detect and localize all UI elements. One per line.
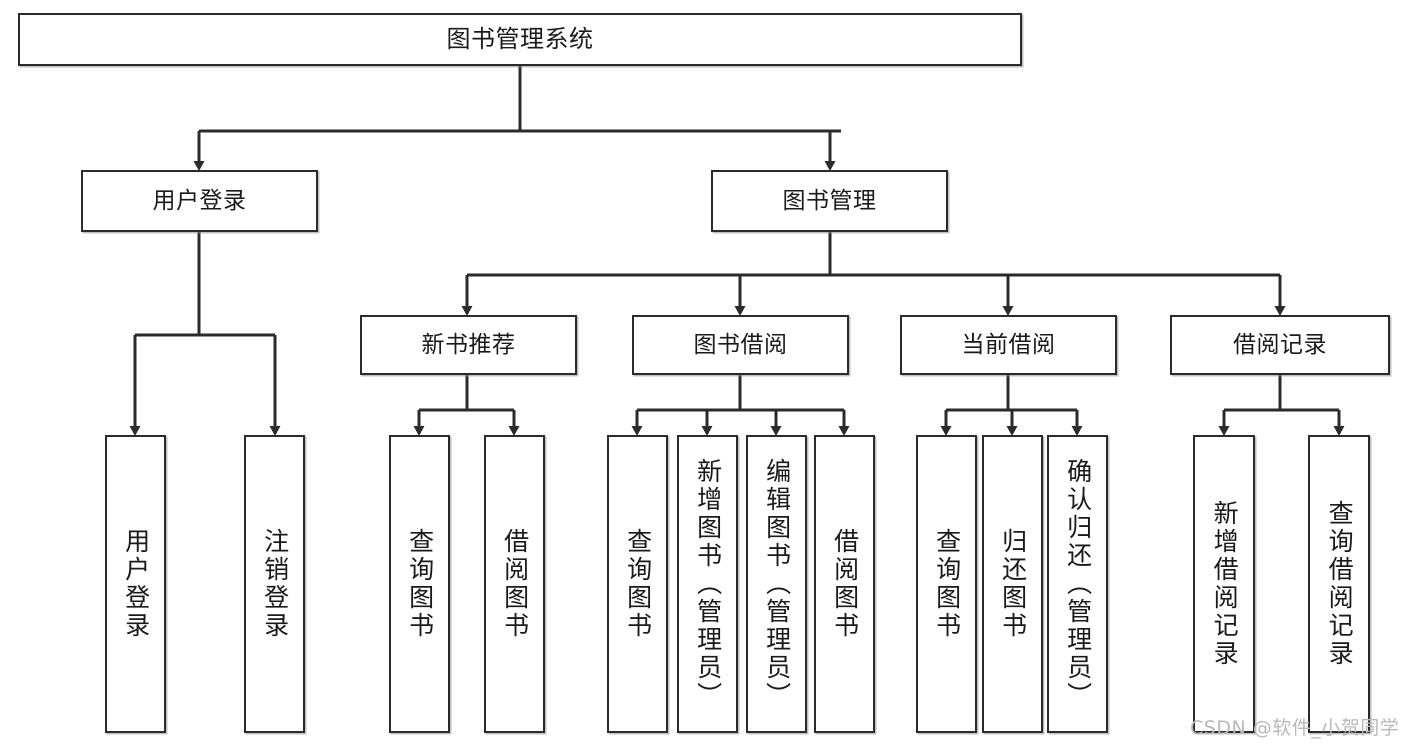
node-label: 借阅图书: [830, 528, 860, 640]
node-label: 新书推荐: [421, 331, 516, 358]
leaf-new-book-borrow[interactable]: 借阅图书: [484, 435, 545, 733]
node-label: 用户登录: [121, 528, 151, 640]
node-label: 新增借阅记录: [1210, 500, 1240, 668]
node-label: 编辑图书（管理员）: [762, 458, 792, 710]
leaf-record-add[interactable]: 新增借阅记录: [1193, 435, 1255, 733]
node-label: 注销登录: [260, 528, 290, 640]
node-book-management[interactable]: 图书管理: [711, 170, 948, 232]
leaf-user-login-signin[interactable]: 用户登录: [105, 435, 166, 733]
node-label: 图书管理系统: [446, 24, 594, 53]
leaf-record-query[interactable]: 查询借阅记录: [1308, 435, 1370, 733]
node-label: 新增图书（管理员）: [693, 458, 723, 710]
leaf-borrow-edit-book-admin[interactable]: 编辑图书（管理员）: [746, 435, 807, 733]
leaf-current-return-book[interactable]: 归还图书: [982, 435, 1043, 733]
leaf-borrow-add-book-admin[interactable]: 新增图书（管理员）: [677, 435, 738, 733]
node-label: 当前借阅: [961, 331, 1056, 358]
leaf-current-confirm-return-admin[interactable]: 确认归还（管理员）: [1047, 435, 1108, 733]
node-root-book-management-system[interactable]: 图书管理系统: [18, 13, 1022, 66]
leaf-user-login-signout[interactable]: 注销登录: [244, 435, 305, 733]
node-label: 查询图书: [932, 528, 962, 640]
node-label: 查询图书: [623, 528, 653, 640]
leaf-new-book-query[interactable]: 查询图书: [389, 435, 450, 733]
node-label: 确认归还（管理员）: [1063, 458, 1093, 710]
leaf-borrow-borrow-book[interactable]: 借阅图书: [814, 435, 875, 733]
node-label: 查询图书: [405, 528, 435, 640]
node-label: 用户登录: [152, 187, 247, 214]
node-label: 图书管理: [782, 187, 877, 214]
node-label: 借阅记录: [1233, 331, 1327, 358]
node-user-login[interactable]: 用户登录: [81, 170, 318, 232]
node-borrow-record[interactable]: 借阅记录: [1170, 315, 1390, 375]
node-label: 借阅图书: [500, 528, 530, 640]
node-book-borrow[interactable]: 图书借阅: [632, 315, 849, 375]
leaf-borrow-query-book[interactable]: 查询图书: [607, 435, 668, 733]
leaf-current-query-book[interactable]: 查询图书: [916, 435, 977, 733]
node-current-borrow[interactable]: 当前借阅: [900, 315, 1117, 375]
node-label: 查询借阅记录: [1325, 500, 1355, 668]
node-label: 图书借阅: [693, 331, 788, 358]
node-label: 归还图书: [998, 528, 1028, 640]
node-new-book-recommend[interactable]: 新书推荐: [360, 315, 577, 375]
